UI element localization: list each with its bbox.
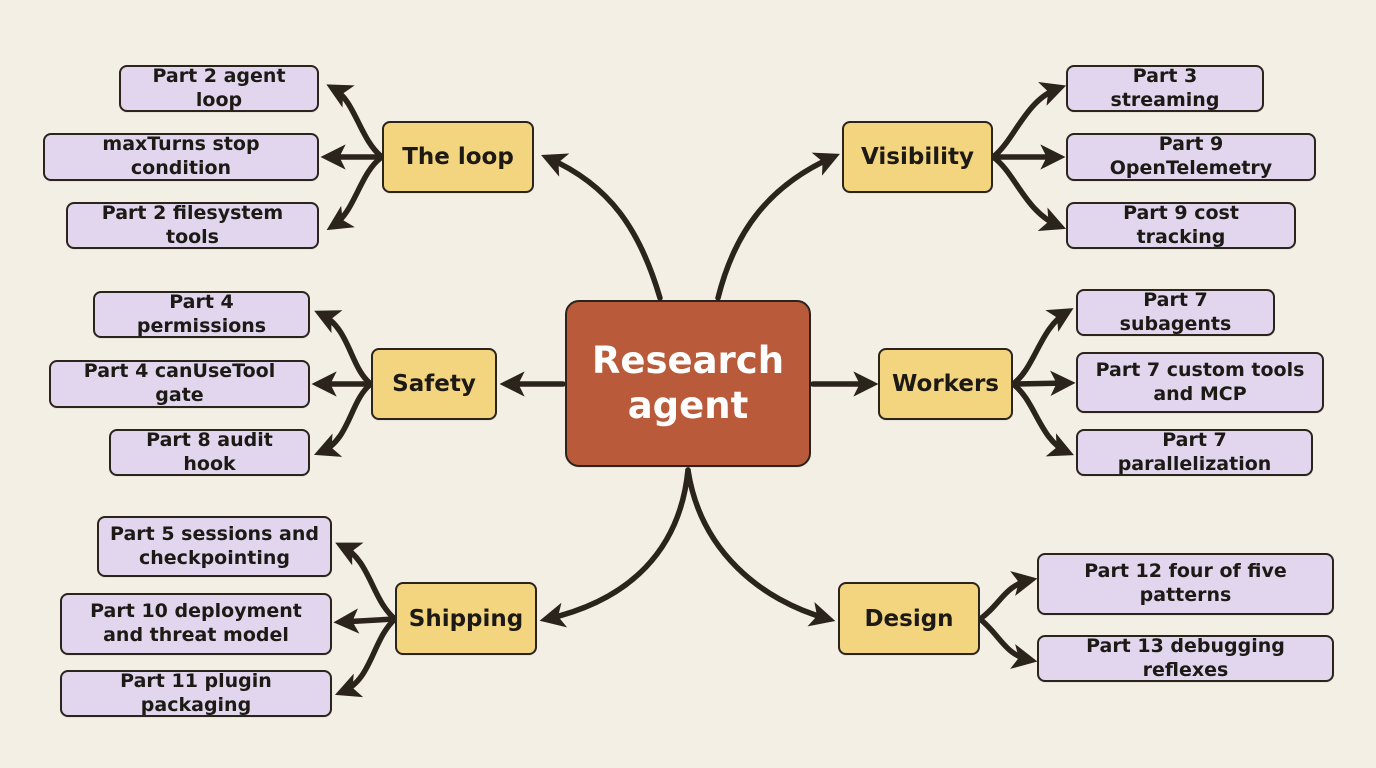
edge-center-loop bbox=[541, 153, 663, 301]
category-label: Safety bbox=[392, 371, 476, 397]
edge-safety-leaf-3 bbox=[313, 381, 374, 457]
edge-safety-leaf-1 bbox=[314, 310, 374, 387]
edge-center-visibility bbox=[715, 152, 840, 301]
leaf-label: Part 9 cost tracking bbox=[1123, 201, 1239, 248]
category-label: Workers bbox=[891, 371, 999, 397]
category-label: Design bbox=[864, 605, 954, 632]
leaf-label: maxTurns stop condition bbox=[102, 133, 260, 179]
leaf-label: Part 7 subagents bbox=[1119, 288, 1232, 335]
leaf-shipping-2[interactable]: Part 10 deployment and threat model bbox=[60, 593, 332, 655]
edge-shipping-leaf-2 bbox=[333, 608, 398, 634]
leaf-design-2[interactable]: Part 13 debugging reflexes bbox=[1037, 635, 1334, 682]
leaf-label: Part 3 streaming bbox=[1110, 64, 1220, 111]
leaf-label: Part 13 debugging reflexes bbox=[1086, 634, 1285, 681]
leaf-loop-3[interactable]: Part 2 filesystem tools bbox=[66, 202, 319, 249]
edge-center-design bbox=[685, 467, 836, 627]
center-label: Research agent bbox=[591, 339, 785, 427]
category-label: Visibility bbox=[861, 144, 974, 170]
leaf-safety-3[interactable]: Part 8 audit hook bbox=[109, 429, 310, 476]
leaf-label: Part 4 canUseTool gate bbox=[83, 360, 276, 406]
leaf-workers-3[interactable]: Part 7 parallelization bbox=[1076, 429, 1313, 476]
category-workers[interactable]: Workers bbox=[878, 348, 1013, 420]
edge-workers-leaf-1 bbox=[1010, 308, 1074, 387]
edge-shipping-leaf-3 bbox=[334, 616, 398, 698]
leaf-label: Part 2 filesystem tools bbox=[101, 201, 284, 248]
category-visibility[interactable]: Visibility bbox=[842, 121, 993, 193]
leaf-label: Part 12 four of five patterns bbox=[1084, 560, 1287, 606]
leaf-loop-1[interactable]: Part 2 agent loop bbox=[119, 65, 319, 112]
leaf-label: Part 7 custom tools and MCP bbox=[1095, 358, 1305, 405]
edge-center-shipping bbox=[539, 467, 691, 628]
leaf-loop-2[interactable]: maxTurns stop condition bbox=[43, 133, 319, 181]
edge-workers-leaf-2 bbox=[1010, 370, 1076, 396]
leaf-label: Part 9 OpenTelemetry bbox=[1109, 133, 1273, 179]
leaf-visibility-1[interactable]: Part 3 streaming bbox=[1066, 65, 1264, 112]
leaf-safety-1[interactable]: Part 4 permissions bbox=[93, 291, 310, 338]
leaf-visibility-3[interactable]: Part 9 cost tracking bbox=[1066, 202, 1296, 249]
leaf-workers-1[interactable]: Part 7 subagents bbox=[1076, 289, 1275, 336]
edge-shipping-leaf-1 bbox=[335, 542, 398, 622]
edge-design-leaf-2 bbox=[977, 616, 1038, 669]
leaf-safety-2[interactable]: Part 4 canUseTool gate bbox=[49, 360, 310, 408]
leaf-shipping-1[interactable]: Part 5 sessions and checkpointing bbox=[97, 516, 332, 577]
edge-design-leaf-1 bbox=[977, 571, 1038, 622]
edge-workers-leaf-3 bbox=[1010, 381, 1074, 457]
leaf-label: Part 10 deployment and threat model bbox=[90, 600, 302, 646]
center-node[interactable]: Research agent bbox=[565, 300, 811, 467]
category-shipping[interactable]: Shipping bbox=[395, 582, 537, 655]
category-label: The loop bbox=[402, 144, 514, 170]
leaf-label: Part 5 sessions and checkpointing bbox=[110, 522, 319, 569]
category-design[interactable]: Design bbox=[838, 582, 980, 655]
leaf-label: Part 7 parallelization bbox=[1117, 428, 1272, 475]
edge-loop-leaf-1 bbox=[326, 84, 385, 160]
edge-visibility-leaf-3 bbox=[990, 154, 1067, 231]
leaf-visibility-2[interactable]: Part 9 OpenTelemetry bbox=[1066, 133, 1316, 181]
category-label: Shipping bbox=[408, 605, 524, 632]
leaf-workers-2[interactable]: Part 7 custom tools and MCP bbox=[1076, 352, 1324, 413]
category-safety[interactable]: Safety bbox=[371, 348, 497, 420]
leaf-shipping-3[interactable]: Part 11 plugin packaging bbox=[60, 670, 332, 717]
leaf-label: Part 4 permissions bbox=[136, 290, 267, 337]
leaf-label: Part 8 audit hook bbox=[146, 428, 273, 475]
edge-loop-leaf-3 bbox=[326, 154, 385, 231]
edge-visibility-leaf-1 bbox=[990, 81, 1067, 160]
leaf-design-1[interactable]: Part 12 four of five patterns bbox=[1037, 553, 1334, 615]
leaf-label: Part 2 agent loop bbox=[152, 64, 286, 111]
leaf-label: Part 11 plugin packaging bbox=[120, 669, 272, 716]
category-the-loop[interactable]: The loop bbox=[382, 121, 534, 193]
